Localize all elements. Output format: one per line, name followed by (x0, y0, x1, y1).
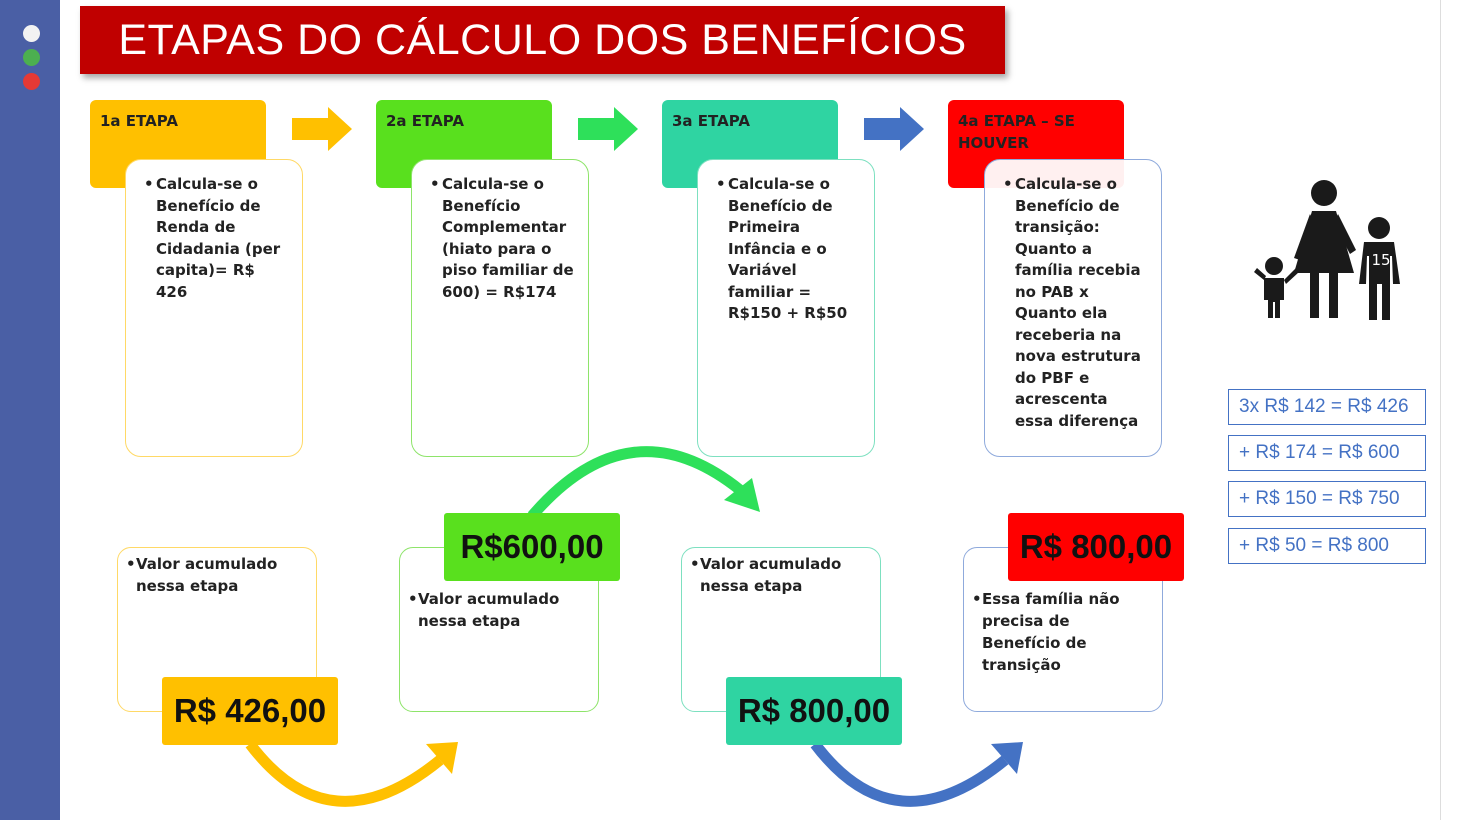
family-icon-label: 15 (1371, 251, 1390, 269)
accumulated-text-1: Valor acumulado nessa etapa (136, 555, 278, 595)
white-dot (23, 25, 40, 42)
curved-arrow-icon (810, 740, 1023, 807)
stage-2-label: 2a ETAPA (386, 112, 464, 130)
page-title: ETAPAS DO CÁLCULO DOS BENEFÍCIOS (118, 15, 967, 64)
formula-box: + R$ 174 = R$ 600 (1228, 435, 1426, 471)
value-4: R$ 800,00 (1019, 528, 1173, 565)
value-1: R$ 426,00 (173, 692, 327, 729)
formula-text: + R$ 50 = R$ 800 (1239, 535, 1389, 556)
accumulated-text-4: Essa família não precisa de Benefício de… (982, 590, 1120, 674)
right-arrow-icon (864, 107, 924, 151)
family-icon: 15 (1254, 180, 1400, 320)
left-sidebar (0, 0, 60, 820)
stage-4-label: 4a ETAPA – SE HOUVER (958, 112, 1075, 152)
stage-2-text: Calcula-se o Benefício Complementar (hia… (442, 175, 574, 301)
value-3: R$ 800,00 (737, 692, 891, 729)
formula-text: + R$ 174 = R$ 600 (1239, 442, 1400, 463)
stage-4-card: •Calcula-se o Benefício de transição: Qu… (984, 159, 1162, 457)
value-box-4: R$ 800,00 (1008, 513, 1184, 581)
accumulated-text-2: Valor acumulado nessa etapa (418, 590, 560, 630)
right-arrow-icon (292, 107, 352, 151)
formula-box: + R$ 50 = R$ 800 (1228, 528, 1426, 564)
formula-text: 3x R$ 142 = R$ 426 (1239, 396, 1409, 417)
stage-3-text: Calcula-se o Benefício de Primeira Infân… (728, 175, 848, 322)
formula-box: 3x R$ 142 = R$ 426 (1228, 389, 1426, 425)
stage-1-text: Calcula-se o Benefício de Renda de Cidad… (156, 175, 281, 301)
stage-3-label: 3a ETAPA (672, 112, 750, 130)
accumulated-text-3: Valor acumulado nessa etapa (700, 555, 842, 595)
curved-arrow-icon (245, 740, 458, 807)
value-box-2: R$600,00 (444, 513, 620, 581)
value-box-3: R$ 800,00 (726, 677, 902, 745)
green-dot (23, 49, 40, 66)
formula-text: + R$ 150 = R$ 750 (1239, 488, 1400, 509)
right-edge (1440, 0, 1459, 820)
stage-1-card: •Calcula-se o Benefício de Renda de Cida… (125, 159, 303, 457)
value-box-1: R$ 426,00 (162, 677, 338, 745)
stage-3-card: •Calcula-se o Benefício de Primeira Infâ… (697, 159, 875, 457)
stage-1-label: 1a ETAPA (100, 112, 178, 130)
right-arrow-icon (578, 107, 638, 151)
value-2: R$600,00 (460, 528, 604, 565)
stage-2-card: •Calcula-se o Benefício Complementar (hi… (411, 159, 589, 457)
formula-box: + R$ 150 = R$ 750 (1228, 481, 1426, 517)
curved-arrow-icon (527, 446, 760, 520)
stage-4-text: Calcula-se o Benefício de transição: Qua… (1015, 175, 1141, 430)
red-dot (23, 73, 40, 90)
page-title-banner: ETAPAS DO CÁLCULO DOS BENEFÍCIOS (80, 6, 1005, 74)
